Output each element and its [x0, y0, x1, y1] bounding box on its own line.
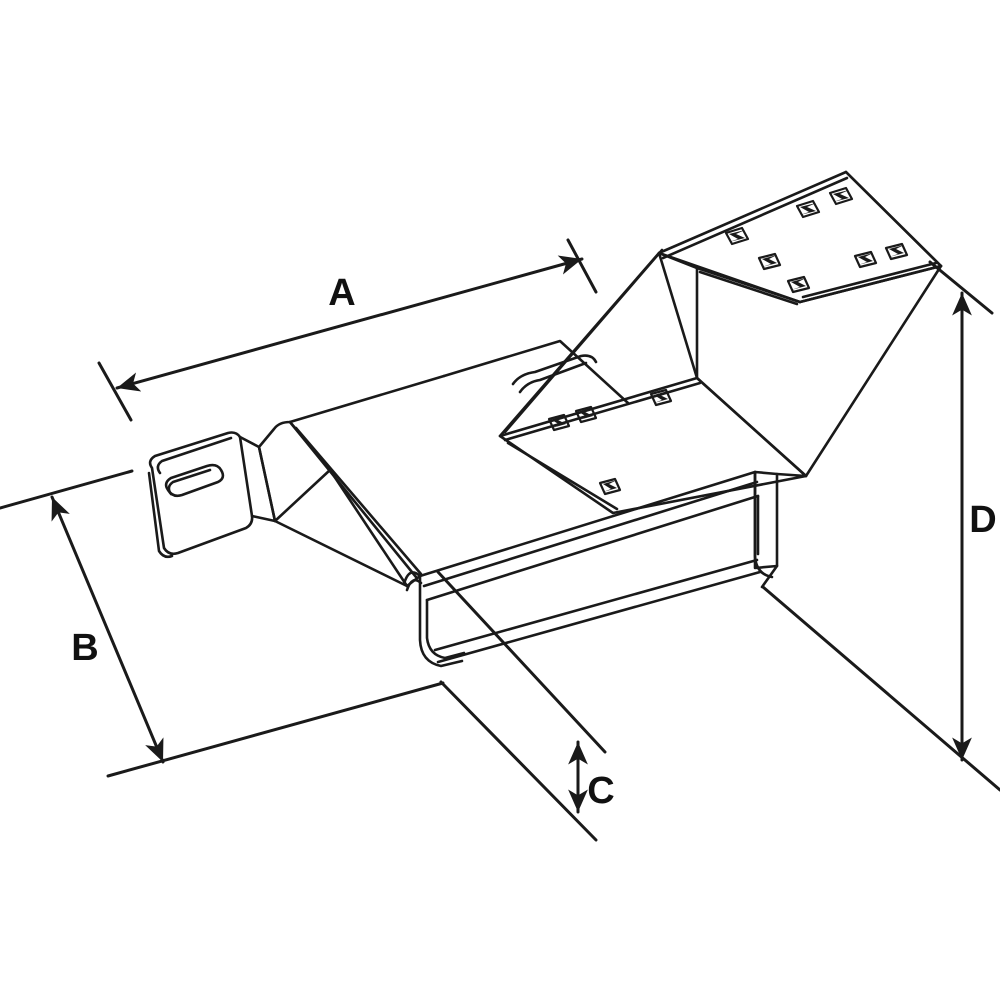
dimension-b-extension-top	[0, 469, 134, 510]
bolt-hole	[786, 275, 811, 294]
dimension-c-extension-bottom	[439, 680, 598, 842]
bolt-hole	[884, 242, 909, 261]
bolt-hole	[598, 477, 622, 496]
bolt-hole	[724, 226, 750, 246]
bolt-hole	[547, 413, 571, 432]
dimension-c-extension-top	[436, 570, 607, 754]
bolt-hole	[757, 252, 782, 271]
tab-slot	[164, 463, 225, 498]
dimension-a-extension-left	[97, 361, 133, 422]
dimension-d-label: D	[969, 499, 996, 541]
dimension-a-line	[115, 255, 584, 392]
bolt-hole-group-top-flange	[724, 186, 909, 294]
deck-to-channel-face	[328, 468, 422, 588]
dimension-d-extension-top	[928, 260, 994, 315]
bolt-hole	[649, 388, 673, 407]
channel-right-cap	[753, 470, 774, 579]
bottom-channel	[418, 470, 762, 664]
bolt-hole	[828, 186, 854, 206]
bolt-hole	[795, 199, 821, 219]
dimension-a-extension-right	[566, 238, 598, 294]
dimension-b-label: B	[71, 627, 98, 669]
dimension-a	[97, 238, 598, 422]
dimension-c-label: C	[587, 770, 614, 812]
tab-neck	[238, 435, 277, 523]
dimension-b-line	[50, 495, 165, 764]
bolt-hole	[853, 250, 878, 269]
dimension-b	[0, 469, 445, 778]
top-deck-edges	[273, 420, 423, 588]
dimension-d	[761, 260, 1000, 792]
bracket-part-geometry	[147, 170, 943, 668]
bolt-hole	[574, 405, 598, 424]
dimension-c	[436, 570, 607, 842]
dimension-a-label: A	[328, 272, 355, 314]
bolt-hole-group-floor-plate	[547, 388, 673, 496]
